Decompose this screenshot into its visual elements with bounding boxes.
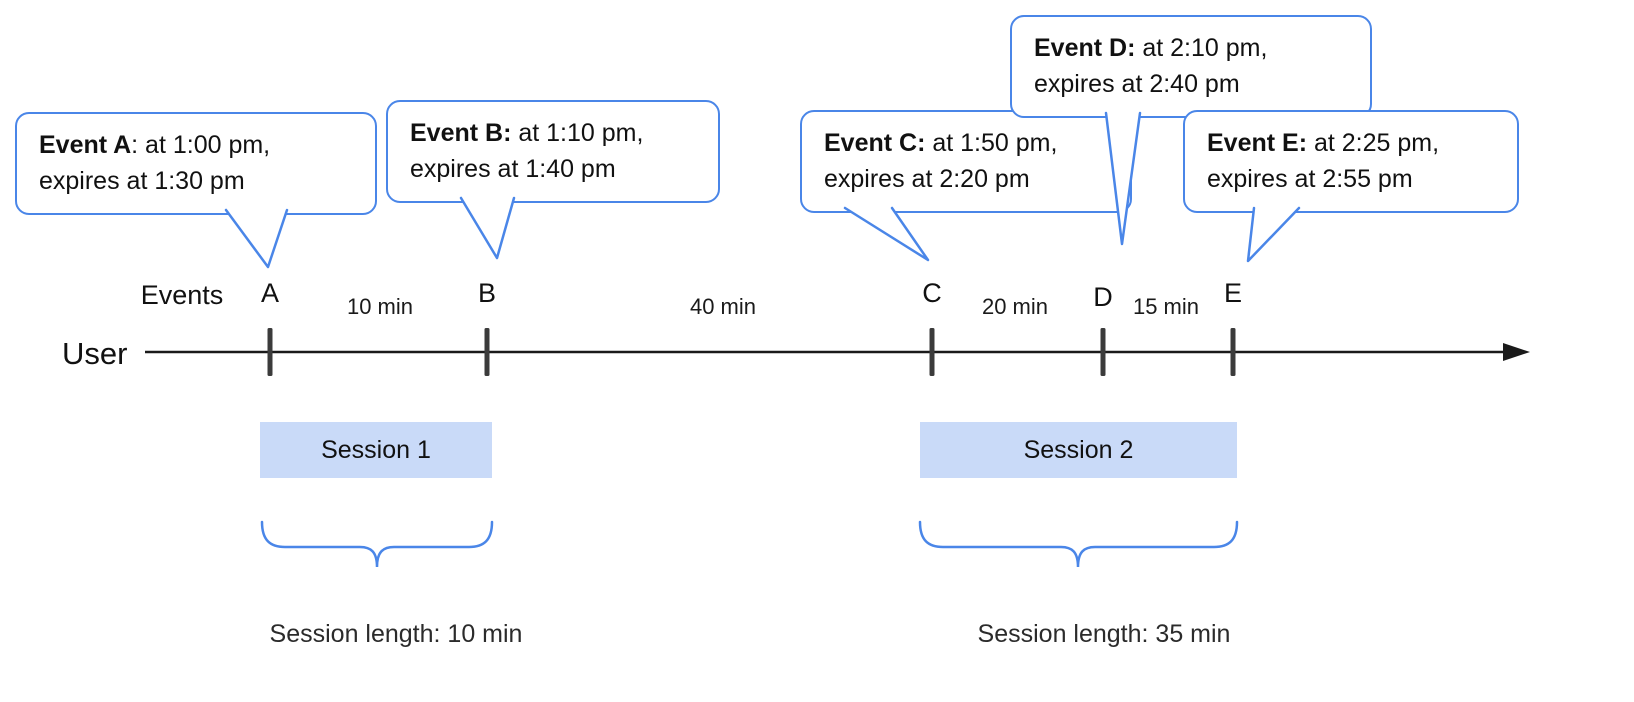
event-c-callout-time: at 1:50 pm, [925,129,1058,157]
event-e-label: E [1223,278,1243,308]
event-b-callout-tail [459,196,516,260]
timeline-arrowhead [1503,343,1530,361]
event-e-callout: Event E: at 2:25 pm, expires at 2:55 pm [1183,110,1519,213]
event-c-callout: Event C: at 1:50 pm, expires at 2:20 pm [800,110,1132,213]
event-a-label: A [260,278,280,308]
session-2-label: Session 2 [1023,435,1134,464]
event-d-tick [1100,328,1106,376]
event-c-tick [929,328,935,376]
event-b-callout-expiry: expires at 1:40 pm [410,154,616,183]
event-e-callout-expiry: expires at 2:55 pm [1207,164,1413,193]
event-b-tick [484,328,490,376]
event-c-callout-expiry: expires at 2:20 pm [824,164,1030,193]
session-2-box: Session 2 [920,422,1237,478]
event-d-callout-time: at 2:10 pm, [1135,34,1268,62]
session-1-brace [260,520,494,568]
session-1-length-label: Session length: 10 min [269,620,523,648]
events-label: Events [140,280,224,310]
session-1-label: Session 1 [321,435,431,464]
event-d-callout: Event D: at 2:10 pm, expires at 2:40 pm [1010,15,1372,118]
session-2-length-label: Session length: 35 min [977,620,1231,648]
event-d-callout-title: Event D: [1034,34,1136,62]
interval-label-d-e: 15 min [1132,294,1200,319]
event-b-callout-time: at 1:10 pm, [511,119,644,147]
interval-label-a-b: 10 min [346,294,414,319]
event-d-label: D [1093,282,1113,312]
event-d-callout-expiry: expires at 2:40 pm [1034,69,1240,98]
event-a-tick [267,328,273,376]
event-a-callout: Event A: at 1:00 pm, expires at 1:30 pm [15,112,377,215]
interval-label-c-d: 20 min [981,294,1049,319]
event-b-callout: Event B: at 1:10 pm, expires at 1:40 pm [386,100,720,203]
event-b-callout-title: Event B: [410,119,512,147]
user-label: User [62,336,128,371]
session-1-box: Session 1 [260,422,492,478]
session-2-brace [918,520,1239,568]
event-a-callout-expiry: expires at 1:30 pm [39,166,245,195]
event-a-callout-time: : at 1:00 pm, [131,131,271,159]
event-e-callout-title: Event E: [1207,129,1308,157]
event-e-tick [1230,328,1236,376]
event-a-callout-tail [224,208,289,269]
interval-label-b-c: 40 min [689,294,757,319]
event-a-callout-title: Event A [39,131,132,159]
event-c-label: C [922,278,942,308]
event-e-callout-time: at 2:25 pm, [1307,129,1440,157]
event-e-callout-tail [1246,206,1301,263]
event-b-label: B [477,278,497,308]
event-c-callout-tail [843,206,930,262]
event-c-callout-title: Event C: [824,129,926,157]
